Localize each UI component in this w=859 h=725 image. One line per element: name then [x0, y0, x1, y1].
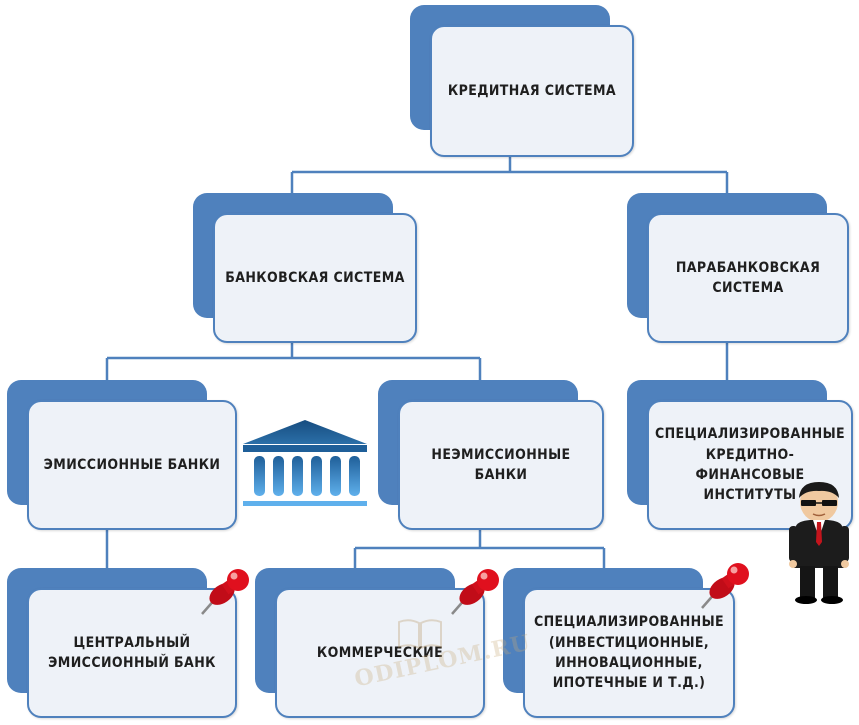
watermark: ODIPLOM.RU [345, 610, 545, 692]
businessman-icon [789, 482, 849, 604]
node-label: БАНКОВСКАЯ СИСТЕМА [225, 269, 405, 286]
node-label: СПЕЦИАЛИЗИРОВАННЫЕ (ИНВЕСТИЦИОННЫЕ, ИННО… [533, 614, 725, 692]
node-label: ПАРАБАНКОВСКАЯ СИСТЕМА [675, 259, 821, 296]
node-label: КОММЕРЧЕСКИЕ [316, 644, 444, 661]
node-label: ЦЕНТРАЛЬНЫЙ ЭМИССИОННЫЙ БАНК [48, 634, 216, 671]
node-label: СПЕЦИАЛИЗИРОВАННЫЕ КРЕДИТНО-ФИНАНСОВЫЕ И… [654, 426, 846, 504]
pushpin-icon [201, 569, 249, 615]
bank-building-icon [243, 420, 367, 506]
pushpin-icon [701, 563, 749, 609]
node-label: ЭМИССИОННЫЕ БАНКИ [43, 456, 221, 473]
book-watermark-icon [398, 619, 442, 650]
pushpin-icon [451, 569, 499, 615]
node-label: КРЕДИТНАЯ СИСТЕМА [447, 82, 617, 99]
node-label: НЕЭМИССИОННЫЕ БАНКИ [431, 446, 571, 483]
